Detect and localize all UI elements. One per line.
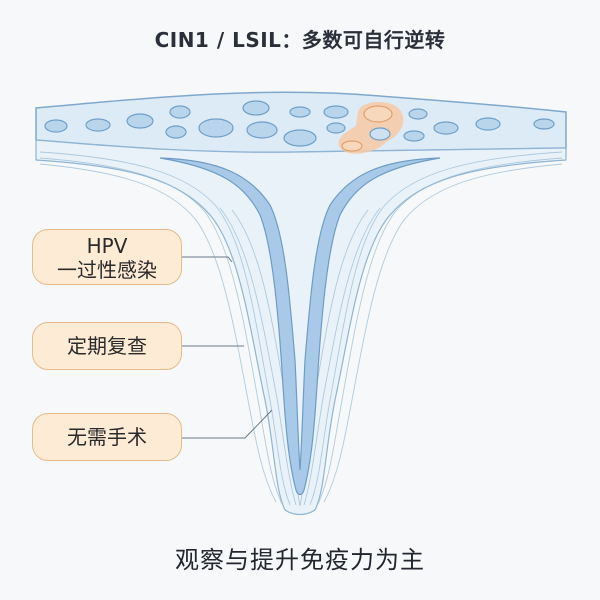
label-no-surgery: 无需手术 (32, 413, 182, 461)
page-title: CIN1 / LSIL：多数可自行逆转 (154, 28, 446, 52)
bottom-caption: 观察与提升免疫力为主 (175, 546, 425, 574)
label-follow-up: 定期复查 (32, 322, 182, 370)
epithelial-cells (44, 100, 555, 147)
label-hpv-text: 一过性感染 (57, 258, 157, 282)
connector-hpv (182, 256, 233, 263)
lesion-cluster (338, 101, 404, 154)
cervical-canal (159, 157, 441, 496)
connector-no-surgery (182, 409, 273, 439)
label-hpv-transient: HPV 一过性感染 (32, 229, 182, 285)
label-hpv-code: HPV (86, 234, 128, 258)
connector-lines (182, 256, 273, 439)
